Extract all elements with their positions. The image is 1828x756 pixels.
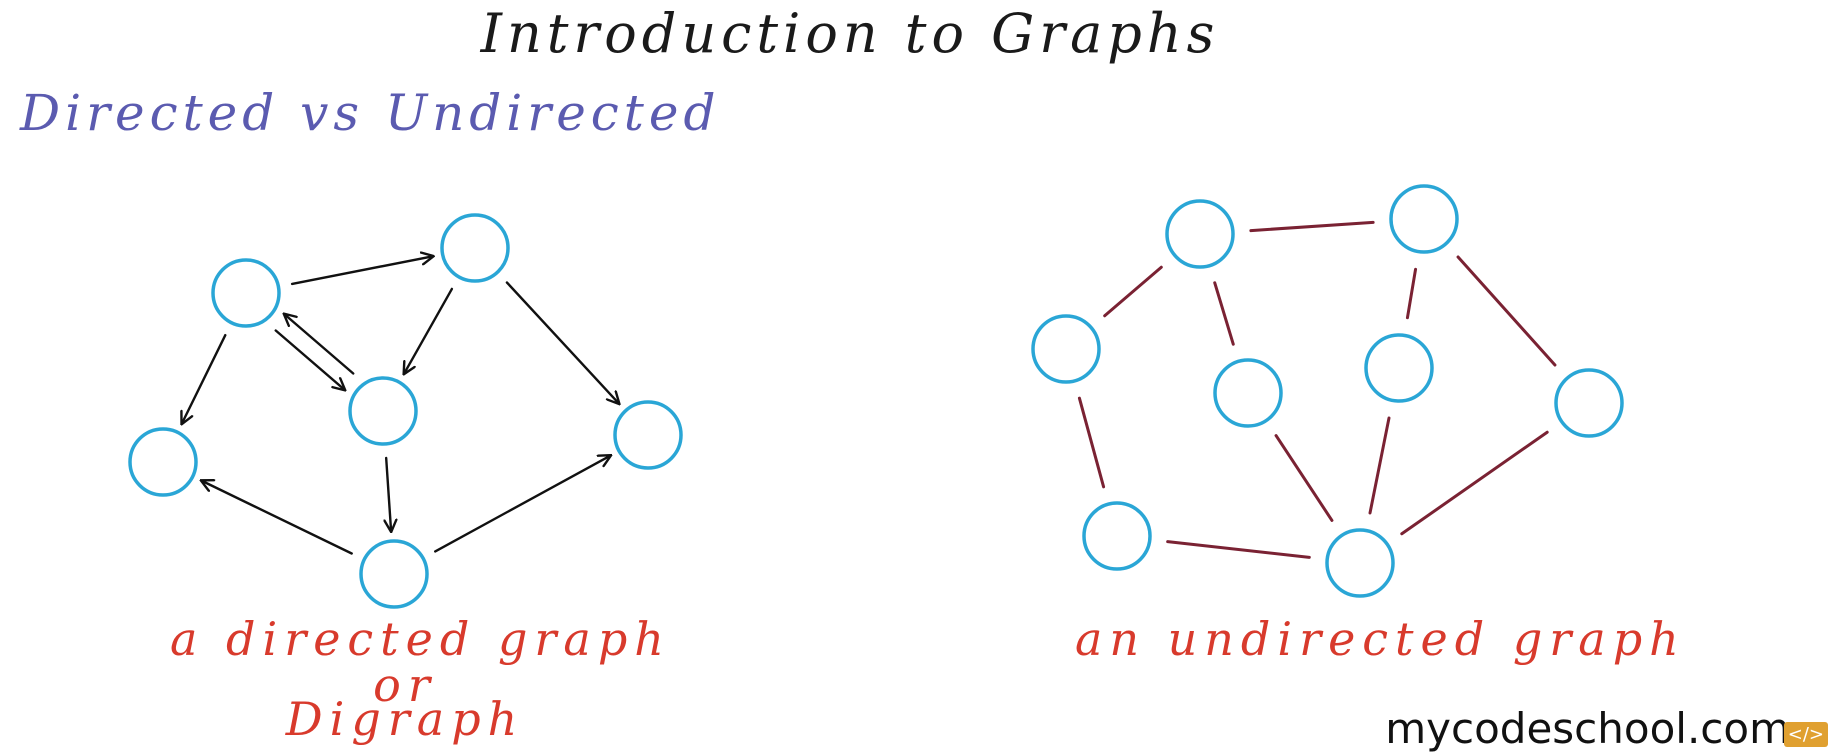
directed-node-F — [359, 539, 429, 609]
directed-edge-F-D — [202, 481, 353, 555]
directed-edge-B-E — [505, 281, 619, 404]
directed-node-A — [211, 258, 281, 328]
undirected-node-P — [1165, 199, 1235, 269]
directed-node-C — [348, 376, 418, 446]
directed-node-D — [128, 427, 198, 497]
code-badge-icon: </> — [1783, 722, 1828, 747]
directed-node-B — [440, 213, 510, 283]
directed-edge-C-F — [386, 456, 391, 531]
undirected-node-T — [1364, 333, 1434, 403]
undirected-edge-Q-T — [1405, 267, 1418, 320]
undirected-node-V — [1082, 501, 1152, 571]
undirected-edge-P-Q — [1249, 220, 1375, 233]
digraph-caption: Digraph — [285, 692, 525, 746]
directed-graph-caption: a directed graph — [170, 612, 671, 666]
page-title: Introduction to Graphs — [480, 2, 1220, 65]
undirected-node-U — [1554, 368, 1624, 438]
directed-graph-nodes — [128, 213, 683, 609]
directed-graph-caption-or: or — [373, 658, 437, 712]
directed-edge-B-C — [404, 287, 454, 374]
undirected-node-S — [1213, 358, 1283, 428]
directed-node-E — [613, 400, 683, 470]
undirected-edge-R-V — [1077, 396, 1106, 489]
undirected-node-W — [1325, 528, 1395, 598]
section-subtitle: Directed vs Undirected — [20, 84, 721, 142]
undirected-edge-U-W — [1400, 430, 1549, 536]
undirected-edge-V-W — [1166, 540, 1311, 559]
undirected-graph-edges — [1077, 220, 1557, 559]
undirected-node-Q — [1389, 184, 1459, 254]
undirected-graph-caption: an undirected graph — [1075, 612, 1686, 666]
directed-edge-F-E — [434, 456, 610, 553]
undirected-edge-P-S — [1213, 281, 1235, 346]
directed-graph-edges — [182, 256, 619, 555]
directed-edge-A-C — [274, 329, 345, 389]
directed-edge-A-D — [182, 333, 227, 423]
undirected-edge-Q-U — [1456, 255, 1557, 367]
watermark: mycodeschool.com — [1385, 704, 1790, 753]
directed-edge-C-A — [284, 314, 355, 375]
undirected-graph-nodes — [1031, 184, 1624, 598]
undirected-edge-P-R — [1103, 265, 1163, 318]
undirected-edge-T-W — [1368, 416, 1391, 515]
undirected-node-R — [1031, 314, 1101, 384]
undirected-edge-S-W — [1274, 434, 1334, 522]
directed-edge-A-B — [290, 256, 433, 286]
